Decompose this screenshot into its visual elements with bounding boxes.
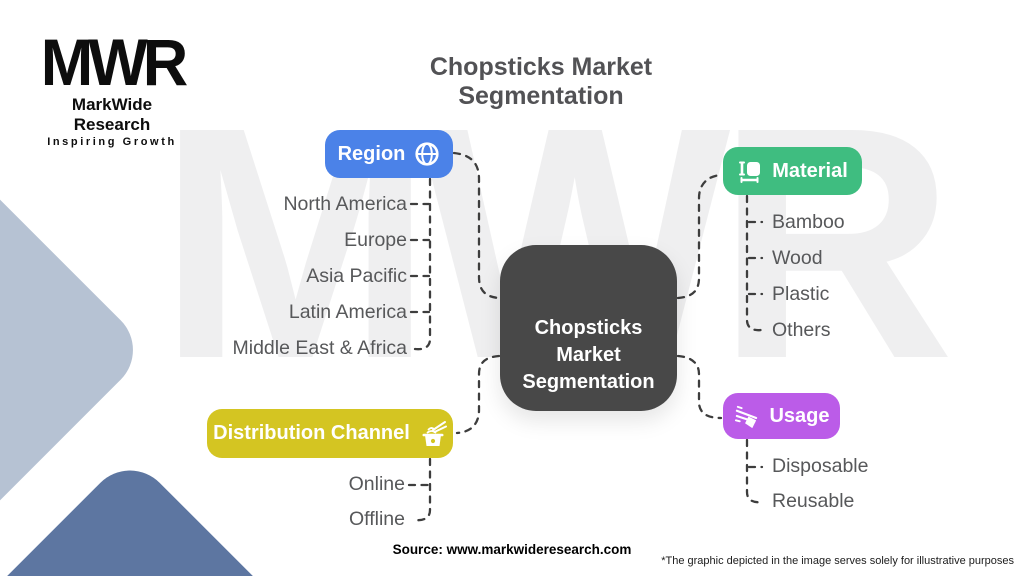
list-item: Middle East & Africa bbox=[232, 336, 408, 359]
distribution-item-list: Online Offline bbox=[349, 467, 405, 537]
region-pill: Region bbox=[325, 130, 453, 178]
center-node-line: Chopsticks bbox=[534, 317, 643, 339]
material-pill: Material bbox=[723, 147, 862, 195]
center-node-line: Segmentation bbox=[522, 371, 655, 393]
list-item: Online bbox=[348, 473, 405, 495]
page-title: Chopsticks Market Segmentation bbox=[429, 53, 653, 110]
usage-pill: Usage bbox=[723, 393, 840, 439]
connector-usage-spine bbox=[745, 438, 763, 504]
list-item: Asia Pacific bbox=[306, 264, 407, 287]
center-node-line: Market bbox=[556, 344, 621, 366]
list-item: Reusable bbox=[772, 490, 855, 512]
list-item: Latin America bbox=[288, 300, 407, 323]
list-item: Bamboo bbox=[772, 210, 845, 233]
region-pill-label: Region bbox=[337, 142, 406, 165]
list-item: Plastic bbox=[772, 282, 830, 305]
logo-acronym: MWR bbox=[40, 26, 188, 100]
markwide-logo: MWR MarkWide Research Inspiring Growth bbox=[33, 26, 191, 148]
usage-pill-label: Usage bbox=[769, 404, 830, 427]
distribution-channel-pill: Distribution Channel bbox=[207, 409, 453, 458]
disclaimer-text: *The graphic depicted in the image serve… bbox=[661, 555, 1014, 567]
material-item-list: Bamboo Wood Plastic Others bbox=[772, 204, 845, 348]
list-item: Offline bbox=[348, 508, 405, 530]
connector-distribution-spine bbox=[412, 457, 432, 522]
list-item: Europe bbox=[344, 228, 407, 251]
list-item: Wood bbox=[772, 246, 823, 269]
list-item: Others bbox=[772, 318, 831, 341]
noodle-box-icon bbox=[419, 420, 447, 448]
globe-icon bbox=[414, 141, 440, 167]
usage-item-list: Disposable Reusable bbox=[772, 449, 868, 519]
list-item: North America bbox=[283, 192, 407, 215]
region-item-list: North America Europe Asia Pacific Latin … bbox=[233, 186, 408, 366]
logo-name: MarkWide Research bbox=[71, 95, 153, 134]
logo-tagline: Inspiring Growth bbox=[47, 136, 177, 148]
material-pill-label: Material bbox=[772, 159, 848, 182]
hand-chopsticks-icon bbox=[733, 403, 760, 430]
material-icon bbox=[737, 158, 763, 184]
source-text: Source: www.markwideresearch.com bbox=[392, 542, 632, 557]
center-node: Chopsticks Market Segmentation bbox=[500, 245, 677, 411]
list-item: Disposable bbox=[772, 455, 869, 477]
distribution-pill-label: Distribution Channel bbox=[213, 422, 410, 444]
